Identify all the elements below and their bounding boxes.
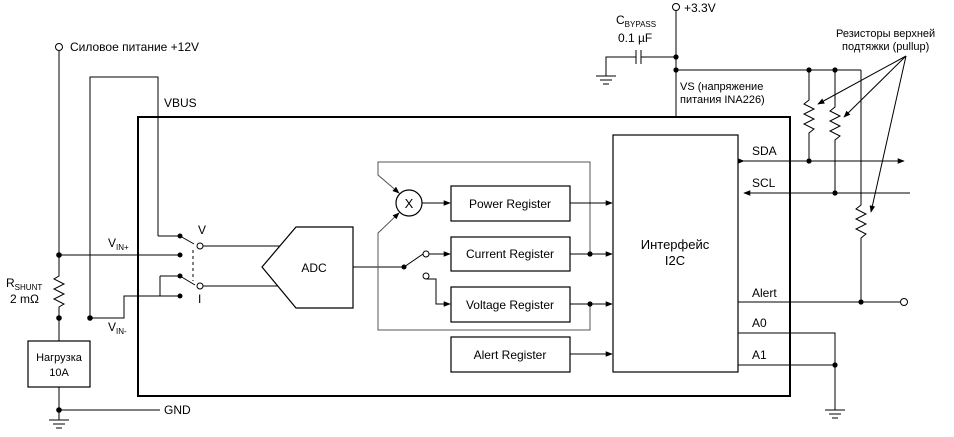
- scl-label: SCL: [752, 176, 776, 190]
- multiplier-label: X: [405, 196, 414, 211]
- rshunt-value: 2 mΩ: [10, 292, 39, 306]
- junction-dot: [806, 158, 812, 164]
- pullup-label-line2: подтяжки (pullup): [842, 41, 929, 53]
- alert-register-label: Alert Register: [474, 348, 547, 362]
- a0-label: A0: [752, 316, 767, 330]
- ground-symbol-top: [596, 75, 616, 85]
- power-supply: Силовое питание +12V: [55, 40, 199, 54]
- pullup-pointer: [817, 55, 907, 105]
- junction-dot: [858, 299, 864, 305]
- cbypass-label: CBYPASS: [616, 13, 656, 29]
- junction-dot: [587, 301, 593, 307]
- chip-outline: [137, 116, 791, 397]
- power-register-box: [450, 185, 571, 222]
- voltage-feedback-loop: [377, 212, 591, 331]
- alert-terminal: [900, 298, 908, 306]
- supply-terminal: [55, 43, 63, 51]
- vin-plus-label: VIN+: [108, 236, 129, 252]
- voltage-register-label: Voltage Register: [466, 298, 554, 312]
- current-register-box: [450, 236, 571, 272]
- pullup-pointer: [843, 55, 907, 118]
- shunt-resistor: [52, 272, 66, 318]
- a1-label: A1: [752, 348, 767, 362]
- junction-dot: [832, 190, 838, 196]
- switch-i-label: I: [198, 292, 201, 306]
- supply-3v3-terminal: [672, 3, 680, 11]
- vbus-label: VBUS: [164, 96, 197, 110]
- vs-label-line2: питания INA226): [680, 94, 765, 106]
- gnd-label: GND: [164, 403, 191, 417]
- a0-line: [738, 332, 836, 410]
- junction-dot: [587, 251, 593, 257]
- cap-wire-left: [605, 56, 636, 76]
- junction-dot: [832, 362, 838, 368]
- rshunt-label: RSHUNT: [6, 276, 42, 292]
- voltage-register-box: [450, 286, 571, 323]
- vin-minus-label: VIN-: [108, 320, 127, 336]
- supply-3v3-label: +3.3V: [684, 1, 716, 15]
- current-register-label: Current Register: [466, 247, 554, 261]
- pullup-resistor-scl: [828, 70, 842, 193]
- cbypass-value: 0.1 µF: [618, 31, 652, 45]
- alert-register-box: [450, 336, 571, 373]
- load-label-line1: Нагрузка: [36, 352, 83, 364]
- load-label-line2: 10A: [49, 367, 69, 379]
- vs-label-line1: VS (напряжение: [680, 81, 763, 93]
- current-feedback-loop: [377, 161, 591, 254]
- vbus-wire: [89, 76, 159, 318]
- switch-v-label: V: [198, 223, 206, 237]
- load-box: [27, 340, 91, 388]
- pullup-pointer: [869, 55, 907, 213]
- input-mux-switch: [158, 233, 204, 299]
- adc-label: ADC: [301, 261, 327, 275]
- power-supply-label: Силовое питание +12V: [70, 40, 199, 54]
- i2c-label-line1: Интерфейс: [641, 237, 710, 252]
- alert-label: Alert: [752, 286, 777, 300]
- power-register-label: Power Register: [469, 197, 551, 211]
- ground-symbol-right: [825, 409, 845, 419]
- junction-dot: [56, 315, 62, 321]
- pullup-resistor-alert: [854, 70, 868, 302]
- i2c-label-line2: I2C: [665, 253, 685, 268]
- to-voltage-register: [426, 278, 451, 307]
- ground-symbol-left: [49, 419, 69, 429]
- sda-label: SDA: [752, 144, 777, 158]
- i2c-interface-box: [612, 134, 739, 373]
- pullup-resistor-sda: [802, 70, 816, 161]
- vin-minus-wire: [90, 295, 180, 319]
- pullup-label-line1: Резисторы верхней: [836, 28, 935, 40]
- output-selector-switch: [401, 250, 430, 280]
